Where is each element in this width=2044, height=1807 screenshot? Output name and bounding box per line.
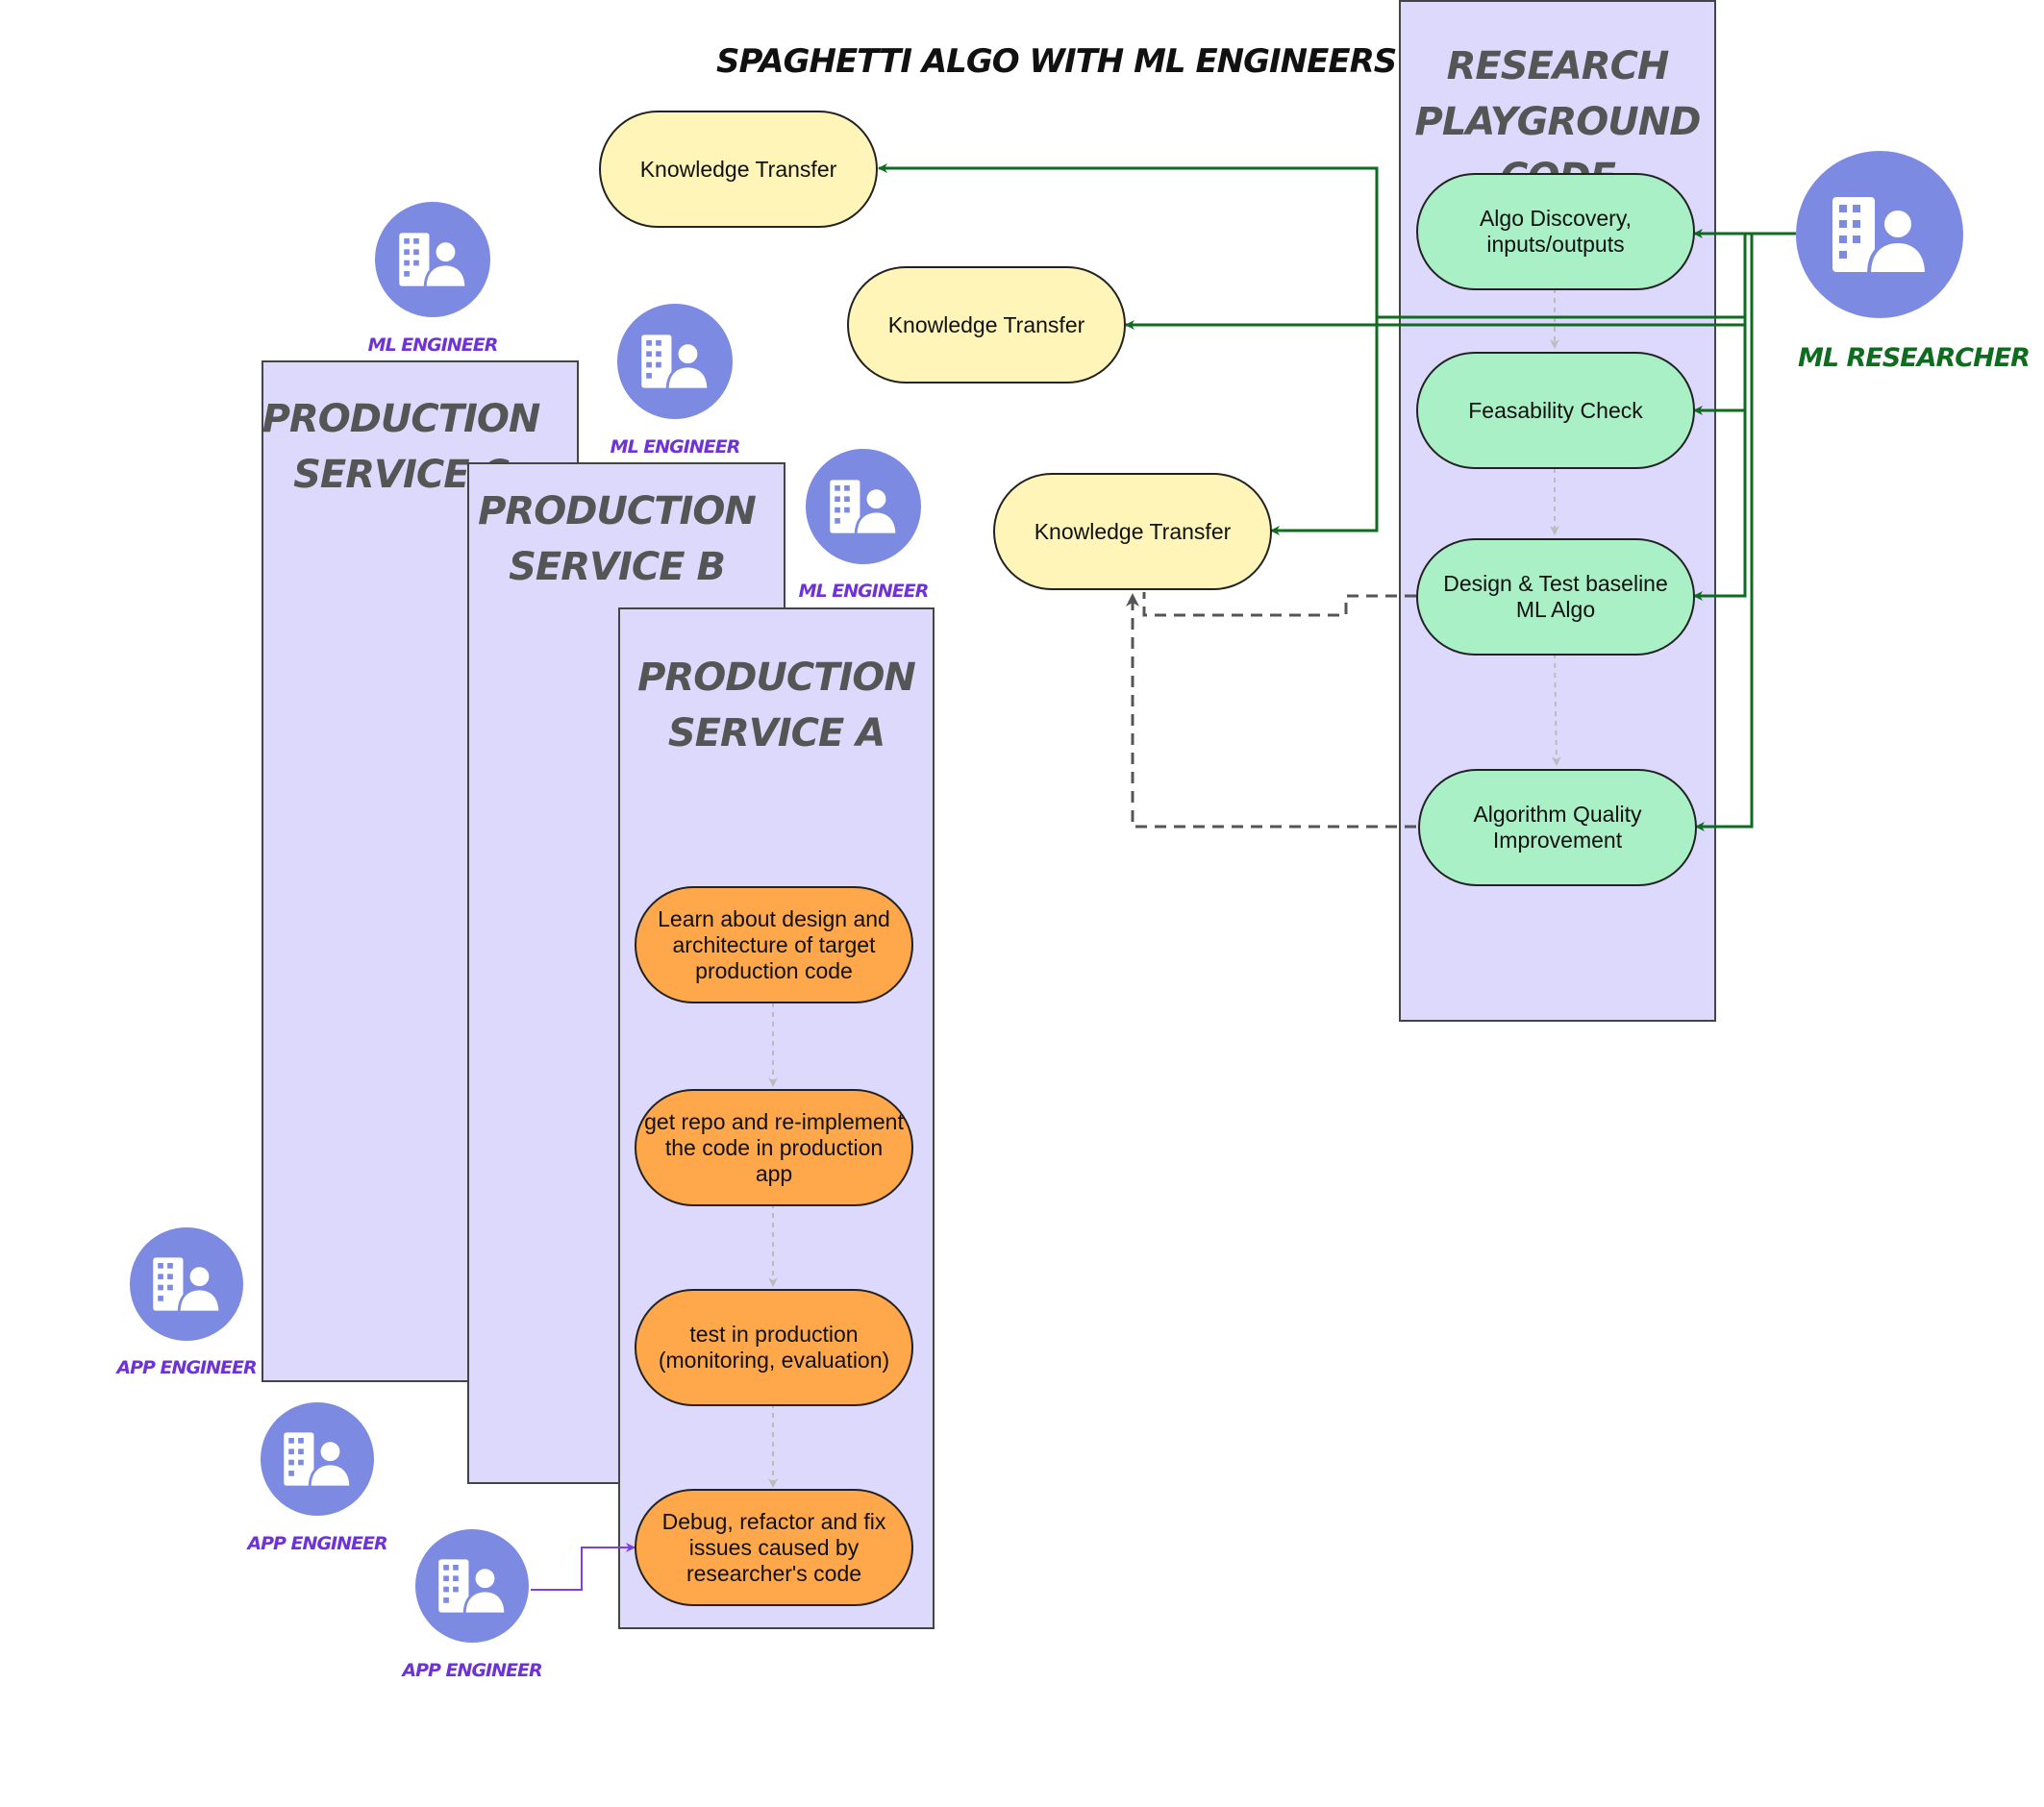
knowledge-transfer-2: Knowledge Transfer <box>847 266 1126 384</box>
ml-engineer-label-2: ML ENGINEER <box>610 436 741 458</box>
production-step-learn: Learn about design and architecture of t… <box>635 886 913 1003</box>
app-engineer-avatar-3 <box>415 1529 529 1643</box>
service-c-title-line1: PRODUCTION <box>262 397 541 441</box>
app-engineer-avatar-2 <box>261 1402 374 1516</box>
service-b-title-line2: SERVICE B <box>509 545 726 589</box>
research-step-design: Design & Test baseline ML Algo <box>1416 538 1695 656</box>
ml-engineer-label-3: ML ENGINEER <box>798 581 930 602</box>
researcher-to-design-arrow <box>1693 232 1796 601</box>
knowledge-transfer-3: Knowledge Transfer <box>993 473 1272 590</box>
research-step-discovery: Algo Discovery, inputs/outputs <box>1416 173 1695 290</box>
ml-researcher-label: ML RESEARCHER <box>1798 343 2031 373</box>
service-a-title-line1: PRODUCTION <box>637 656 916 700</box>
building-person-icon <box>1832 197 1930 276</box>
research-step-feasibility: Feasability Check <box>1416 352 1695 469</box>
building-person-icon <box>284 1432 353 1489</box>
service-a-title-line2: SERVICE A <box>667 711 885 755</box>
improvement-to-kt3-dashed <box>1126 593 1416 829</box>
design-to-kt3-dashed <box>1142 592 1416 617</box>
ml-engineer-avatar-1 <box>375 202 490 317</box>
app-engineer-label-1: APP ENGINEER <box>116 1357 257 1378</box>
app-engineer-label-3: APP ENGINEER <box>402 1660 542 1681</box>
ml-engineer-avatar-3 <box>806 449 921 564</box>
production-step-test: test in production (monitoring, evaluati… <box>635 1289 913 1406</box>
app-engineer-to-debug-arrow <box>531 1543 636 1591</box>
researcher-to-improvement-arrow <box>1695 232 1796 831</box>
building-person-icon <box>438 1559 508 1616</box>
ml-researcher-avatar <box>1796 151 1963 318</box>
research-flow-arrow-3 <box>1551 653 1561 766</box>
ml-engineer-label-1: ML ENGINEER <box>367 334 499 356</box>
researcher-to-kt3-arrow <box>1270 317 1379 535</box>
building-person-icon <box>641 334 710 391</box>
ml-engineer-avatar-2 <box>617 304 733 419</box>
app-engineer-label-2: APP ENGINEER <box>247 1533 387 1554</box>
researcher-to-kt1-arrow <box>878 163 1745 319</box>
service-b-title-line1: PRODUCTION <box>478 489 757 533</box>
app-engineer-avatar-1 <box>130 1227 243 1341</box>
building-person-icon <box>153 1257 222 1314</box>
knowledge-transfer-1: Knowledge Transfer <box>599 111 878 228</box>
production-step-debug: Debug, refactor and fix issues caused by… <box>635 1489 913 1606</box>
production-step-reimplement: get repo and re-implement the code in pr… <box>635 1089 913 1206</box>
research-title-line1: RESEARCH <box>1446 44 1670 88</box>
building-person-icon <box>830 480 899 536</box>
building-person-icon <box>399 233 468 289</box>
research-step-improvement: Algorithm Quality Improvement <box>1418 769 1697 886</box>
diagram-title: SPAGHETTI ALGO WITH ML ENGINEERS <box>716 42 1397 81</box>
